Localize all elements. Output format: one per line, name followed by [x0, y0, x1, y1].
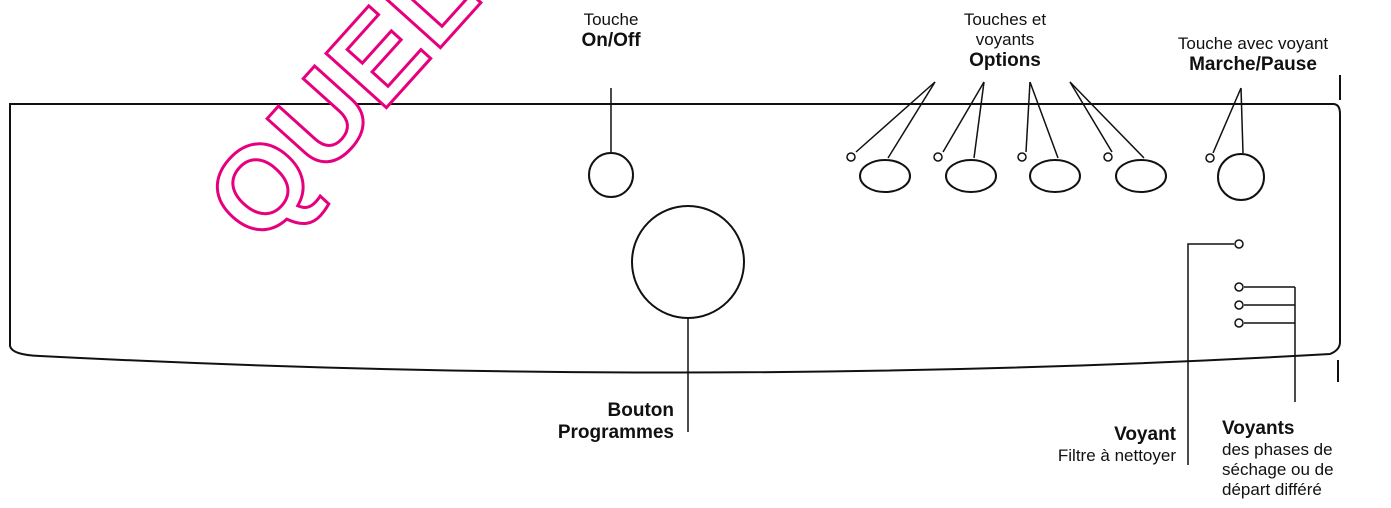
- option-3-led: [1017, 152, 1027, 162]
- phase-leaders: [1244, 286, 1296, 402]
- marche-pause-led: [1205, 153, 1215, 163]
- marche-pause-leaders: [1212, 87, 1244, 154]
- option-4-button[interactable]: [1115, 159, 1167, 193]
- filter-label-line2: Filtre à nettoyer: [1057, 446, 1176, 465]
- options-label-line1: Touches et: [963, 10, 1047, 29]
- phase-led-1: [1234, 282, 1244, 292]
- options-label-line3: Options: [969, 50, 1041, 71]
- filter-leader: [1187, 243, 1234, 465]
- options-label-line2: voyants: [975, 30, 1035, 49]
- programme-knob[interactable]: [631, 205, 745, 319]
- control-panel-outline: [9, 103, 1341, 374]
- options-label: Touches et voyants Options: [930, 10, 1080, 72]
- option-2-led: [933, 152, 943, 162]
- phases-label: Voyants des phases de séchage ou de dépa…: [1222, 418, 1382, 500]
- programmes-label-line2: Programmes: [557, 422, 674, 443]
- options-leaders: [855, 81, 1145, 159]
- on-off-label: Touche On/Off: [560, 10, 662, 52]
- option-2-button[interactable]: [945, 159, 997, 193]
- phase-led-2: [1234, 300, 1244, 310]
- marche-pause-button[interactable]: [1217, 153, 1265, 201]
- filter-led: [1234, 239, 1244, 249]
- option-1-button[interactable]: [859, 159, 911, 193]
- option-3-button[interactable]: [1029, 159, 1081, 193]
- phase-led-3: [1234, 318, 1244, 328]
- marche-pause-label: Touche avec voyant Marche/Pause: [1146, 34, 1360, 76]
- filter-label-line1: Voyant: [1114, 424, 1176, 445]
- marche-pause-label-line2: Marche/Pause: [1189, 54, 1317, 75]
- on-off-label-line2: On/Off: [581, 30, 641, 51]
- phases-label-line2: des phases de: [1222, 440, 1333, 459]
- on-off-button[interactable]: [588, 152, 634, 198]
- phases-label-line3: séchage ou de: [1222, 460, 1334, 479]
- option-1-led: [846, 152, 856, 162]
- filter-label: Voyant Filtre à nettoyer: [1010, 424, 1176, 466]
- programmes-label-line1: Bouton: [607, 400, 674, 421]
- on-off-label-line1: Touche: [583, 10, 639, 29]
- option-4-led: [1103, 152, 1113, 162]
- programmes-label: Bouton Programmes: [520, 400, 674, 444]
- marche-pause-label-line1: Touche avec voyant: [1177, 34, 1329, 53]
- phases-label-line1: Voyants: [1222, 418, 1295, 439]
- phases-label-line4: départ différé: [1222, 480, 1322, 499]
